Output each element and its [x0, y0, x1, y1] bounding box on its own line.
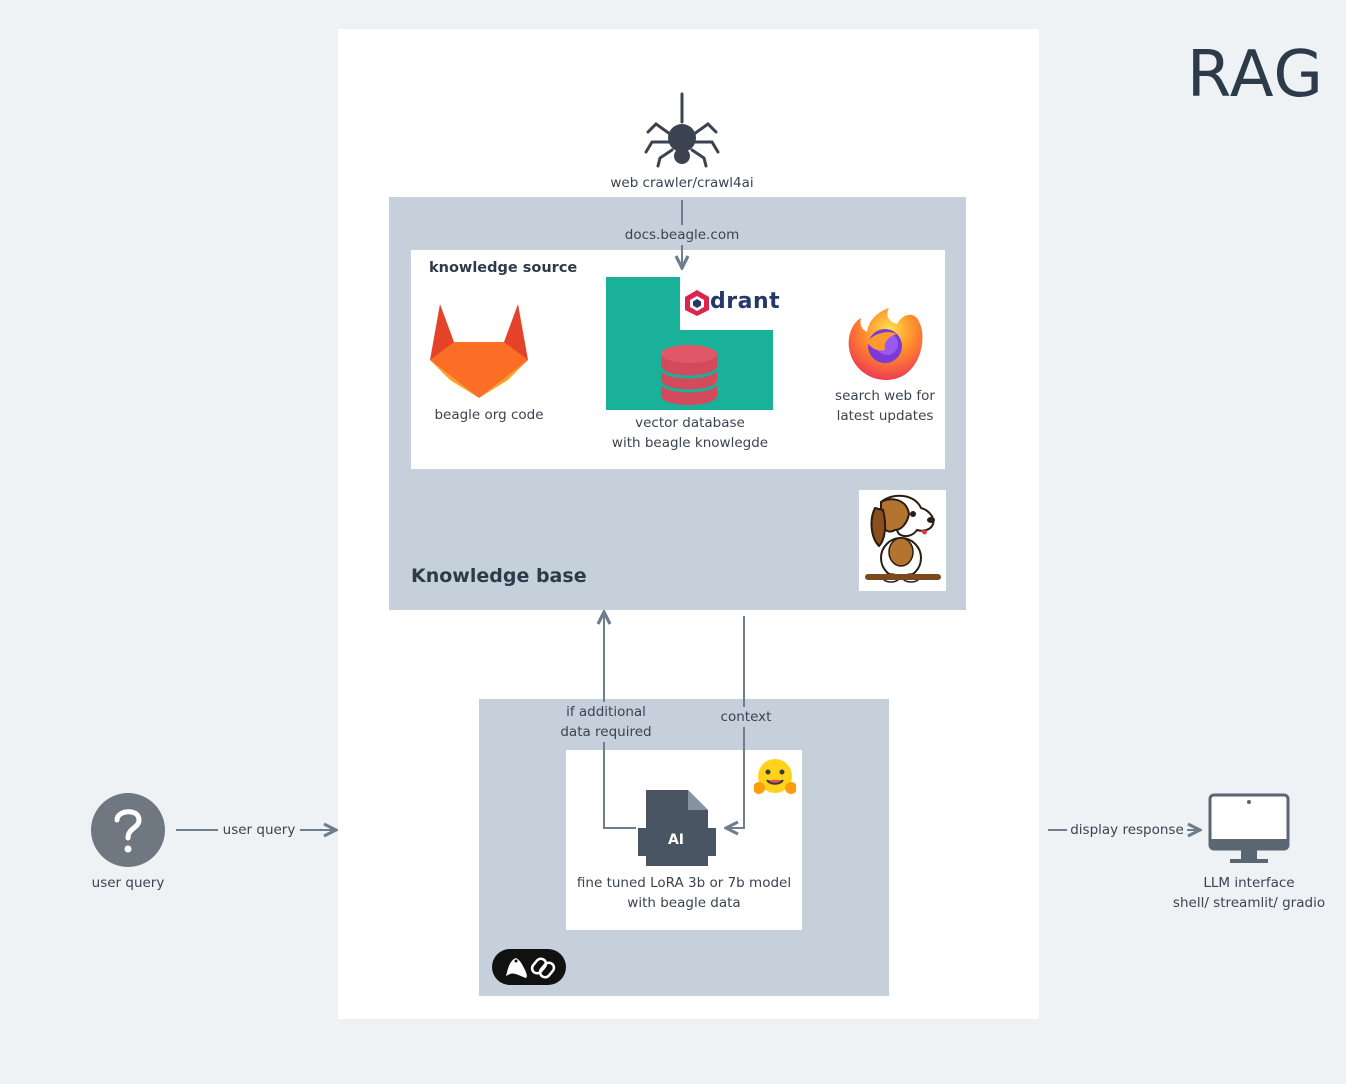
qdrant-logo-text: drant [710, 289, 781, 314]
firefox-icon [848, 308, 923, 380]
beagle-logo [859, 490, 946, 591]
database-icon [660, 345, 718, 405]
knowledge-source-title: knowledge source [429, 260, 578, 276]
model-label-line1: fine tuned LoRA 3b or 7b model [576, 875, 792, 891]
output-label-line1: LLM interface [1203, 875, 1295, 891]
crawler-edge-label: docs.beagle.com [622, 225, 742, 245]
user-query-edge-label: user query [218, 820, 300, 840]
ai-badge-text: AI [667, 832, 685, 848]
context-edge-label: context [715, 707, 777, 727]
output-label-line2: shell/ streamlit/ gradio [1172, 895, 1326, 911]
langchain-logo [492, 949, 566, 985]
knowledge-base-title: Knowledge base [411, 565, 587, 587]
qdrant-hex-icon [685, 290, 709, 316]
huggingface-icon [754, 759, 796, 794]
vector-db-label-line1: vector database [635, 415, 745, 431]
crawler-label: web crawler/crawl4ai [610, 175, 754, 191]
gitlab-icon [430, 304, 528, 398]
langchain-icon [506, 957, 556, 979]
display-response-edge-label: display response [1067, 820, 1187, 840]
question-icon [91, 793, 165, 867]
spider-icon [644, 92, 720, 168]
user-query-label: user query [91, 875, 165, 891]
ai-file-icon [638, 790, 716, 866]
request-edge-label-line2: data required [556, 722, 656, 742]
firefox-label-line1: search web for [835, 388, 935, 404]
model-label-line2: with beagle data [627, 895, 741, 911]
beagle-logo-ribbon [865, 574, 941, 580]
diagram-title: RAG [1186, 38, 1324, 112]
beagle-dog-icon [870, 494, 935, 583]
qdrant-logo: drant [680, 277, 780, 330]
monitor-icon [1208, 793, 1290, 863]
vector-db-label-line2: with beagle knowlegde [611, 435, 769, 451]
request-edge-label-line1: if additional [556, 702, 656, 722]
firefox-label-line2: latest updates [836, 408, 934, 424]
gitlab-label: beagle org code [434, 407, 544, 423]
